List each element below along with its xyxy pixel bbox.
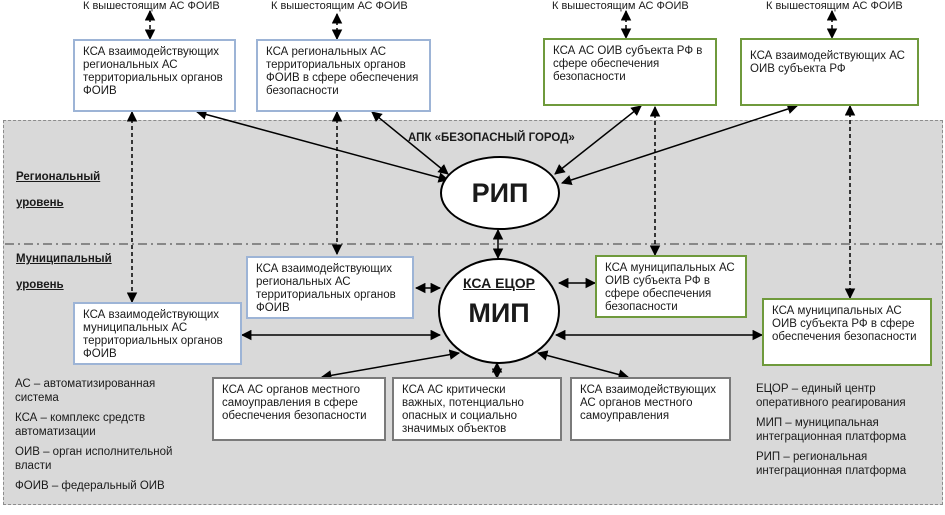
legend-item: РИП – региональная интеграционная платфо… bbox=[756, 451, 907, 477]
box-top-oiv-interacting: КСА взаимодействующих АС ОИВ субъекта РФ bbox=[740, 38, 919, 106]
node-rip-label: РИП bbox=[471, 178, 529, 208]
node-rip: РИП bbox=[440, 156, 560, 230]
legend-item: АС – автоматизированная система bbox=[15, 378, 156, 404]
box-mid-municipal-oiv-security: КСА муниципальных АС ОИВ субъекта РФ в с… bbox=[595, 255, 747, 318]
box-right-municipal-oiv-security: КСА муниципальных АС ОИВ субъекта РФ в с… bbox=[762, 298, 932, 366]
box-top-regional-foiv-security: КСА региональных АС территориальных орга… bbox=[256, 39, 431, 112]
box-bottom-critical-objects: КСА АС критически важных, потенциально о… bbox=[392, 377, 562, 441]
arrow-mip-bottom1 bbox=[320, 349, 461, 381]
upper-link-label-3: К вышестоящим АС ФОИВ bbox=[552, 0, 689, 12]
box-mid-municipal-foiv: КСА взаимодействующих муниципальных АС т… bbox=[73, 302, 242, 365]
level-regional-label: Региональный уровень bbox=[16, 171, 101, 209]
legend-item: ФОИВ – федеральный ОИВ bbox=[15, 480, 165, 492]
legend-item: КСА – комплекс средств автоматизации bbox=[15, 412, 146, 438]
upper-link-label-1: К вышестоящим АС ФОИВ bbox=[83, 0, 220, 12]
node-kca-ecor-label: КСА ЕЦОР bbox=[463, 275, 535, 291]
box-top-oiv-security: КСА АС ОИВ субъекта РФ в сфере обеспечен… bbox=[543, 38, 717, 106]
box-bottom-local-government-security: КСА АС органов местного самоуправления в… bbox=[212, 377, 386, 441]
legend-item: МИП – муниципальная интеграционная платф… bbox=[756, 417, 907, 443]
node-mip: КСА ЕЦОР МИП bbox=[438, 258, 560, 364]
legend-item: ОИВ – орган исполнительной власти bbox=[15, 446, 173, 472]
arrow-top2-rip bbox=[371, 111, 449, 175]
node-mip-label: МИП bbox=[468, 298, 530, 328]
arrow-top1-rip bbox=[195, 109, 450, 183]
box-mid-regional-foiv: КСА взаимодействующих региональных АС те… bbox=[246, 256, 414, 319]
legend-left: АС – автоматизированная система КСА – ко… bbox=[15, 377, 200, 493]
box-bottom-local-government-interacting: КСА взаимодействующих АС органов местног… bbox=[570, 377, 731, 441]
arrow-top4-rip bbox=[561, 103, 798, 186]
upper-link-label-2: К вышестоящим АС ФОИВ bbox=[271, 0, 408, 12]
box-top-regional-foiv: КСА взаимодействующих региональных АС те… bbox=[73, 39, 236, 112]
legend-right: ЕЦОР – единый центр оперативного реагиро… bbox=[756, 382, 936, 478]
arrow-mip-bottom3 bbox=[536, 350, 630, 380]
legend-item: ЕЦОР – единый центр оперативного реагиро… bbox=[756, 383, 906, 409]
level-municipal-label: Муниципальный уровень bbox=[16, 253, 112, 291]
apk-title: АПК «БЕЗОПАСНЫЙ ГОРОД» bbox=[408, 132, 575, 144]
upper-link-label-4: К вышестоящим АС ФОИВ bbox=[766, 0, 903, 12]
